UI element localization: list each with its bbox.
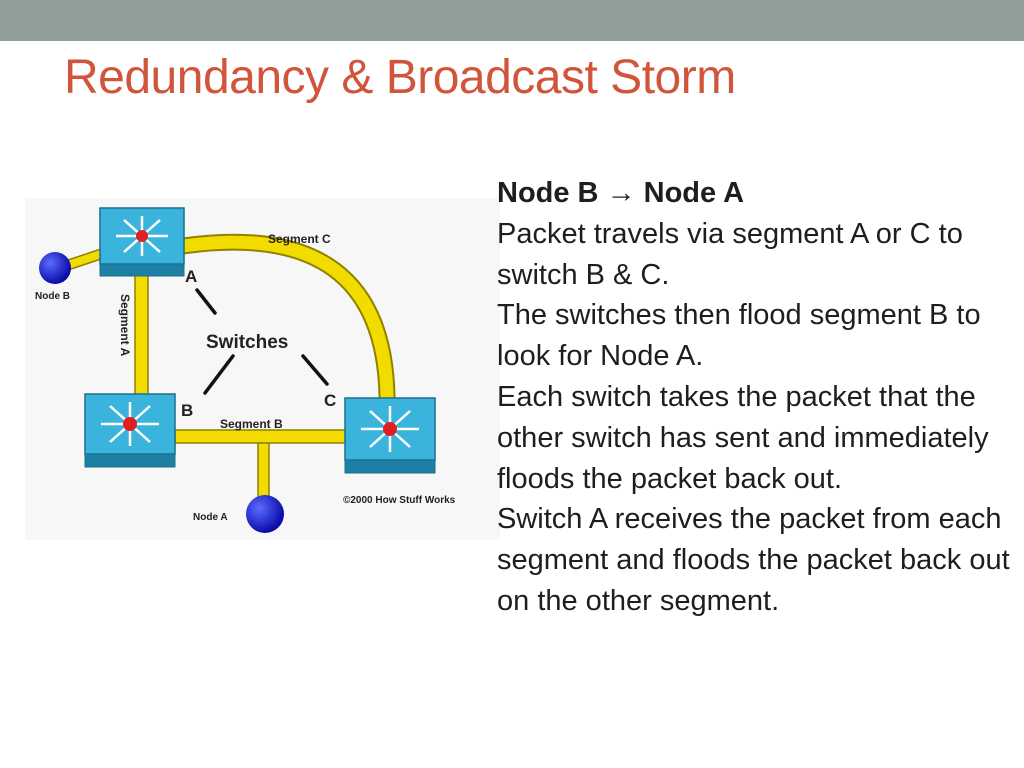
pointer-to-switch-c xyxy=(301,354,329,386)
copyright-label: ©2000 How Stuff Works xyxy=(343,495,456,506)
pointer-to-switch-b xyxy=(203,354,235,395)
paragraph-1: Packet travels via segment A or C to swi… xyxy=(497,217,963,291)
pointer-to-switch-a xyxy=(195,288,217,315)
node-a-drop-line xyxy=(257,442,270,504)
heading-to: Node A xyxy=(643,177,745,209)
paragraph-2: The switches then flood segment B to loo… xyxy=(497,299,981,373)
explanation-text: Node B → Node A Packet travels via segme… xyxy=(497,173,1012,622)
node-a-icon xyxy=(246,495,284,533)
node-b-icon xyxy=(39,252,71,284)
segment-c-label: Segment C xyxy=(268,232,331,246)
switches-label: Switches xyxy=(206,332,288,353)
arrow-icon: → xyxy=(606,177,636,209)
switch-c-letter: C xyxy=(324,391,336,410)
switch-b-icon xyxy=(84,393,176,468)
node-a-label: Node A xyxy=(193,512,228,523)
paragraph-3: Each switch takes the packet that the ot… xyxy=(497,380,989,495)
switch-a-letter: A xyxy=(185,267,197,286)
switch-c-icon xyxy=(344,397,436,474)
slide-title: Redundancy & Broadcast Storm xyxy=(64,51,736,104)
segment-a-line xyxy=(134,267,149,399)
network-diagram: Segment C Switches Segment B Segment A A… xyxy=(25,198,500,540)
paragraph-4: Switch A receives the packet from each s… xyxy=(497,503,1010,617)
segment-b-line xyxy=(174,429,351,444)
segment-b-label: Segment B xyxy=(220,417,283,431)
switch-b-letter: B xyxy=(181,401,193,420)
segment-a-label: Segment A xyxy=(118,294,132,357)
heading-line: Node B → Node A xyxy=(497,173,1012,214)
top-bar xyxy=(0,0,1024,41)
heading-from: Node B xyxy=(497,177,599,209)
node-b-label: Node B xyxy=(35,291,70,302)
switch-a-icon xyxy=(99,207,185,277)
